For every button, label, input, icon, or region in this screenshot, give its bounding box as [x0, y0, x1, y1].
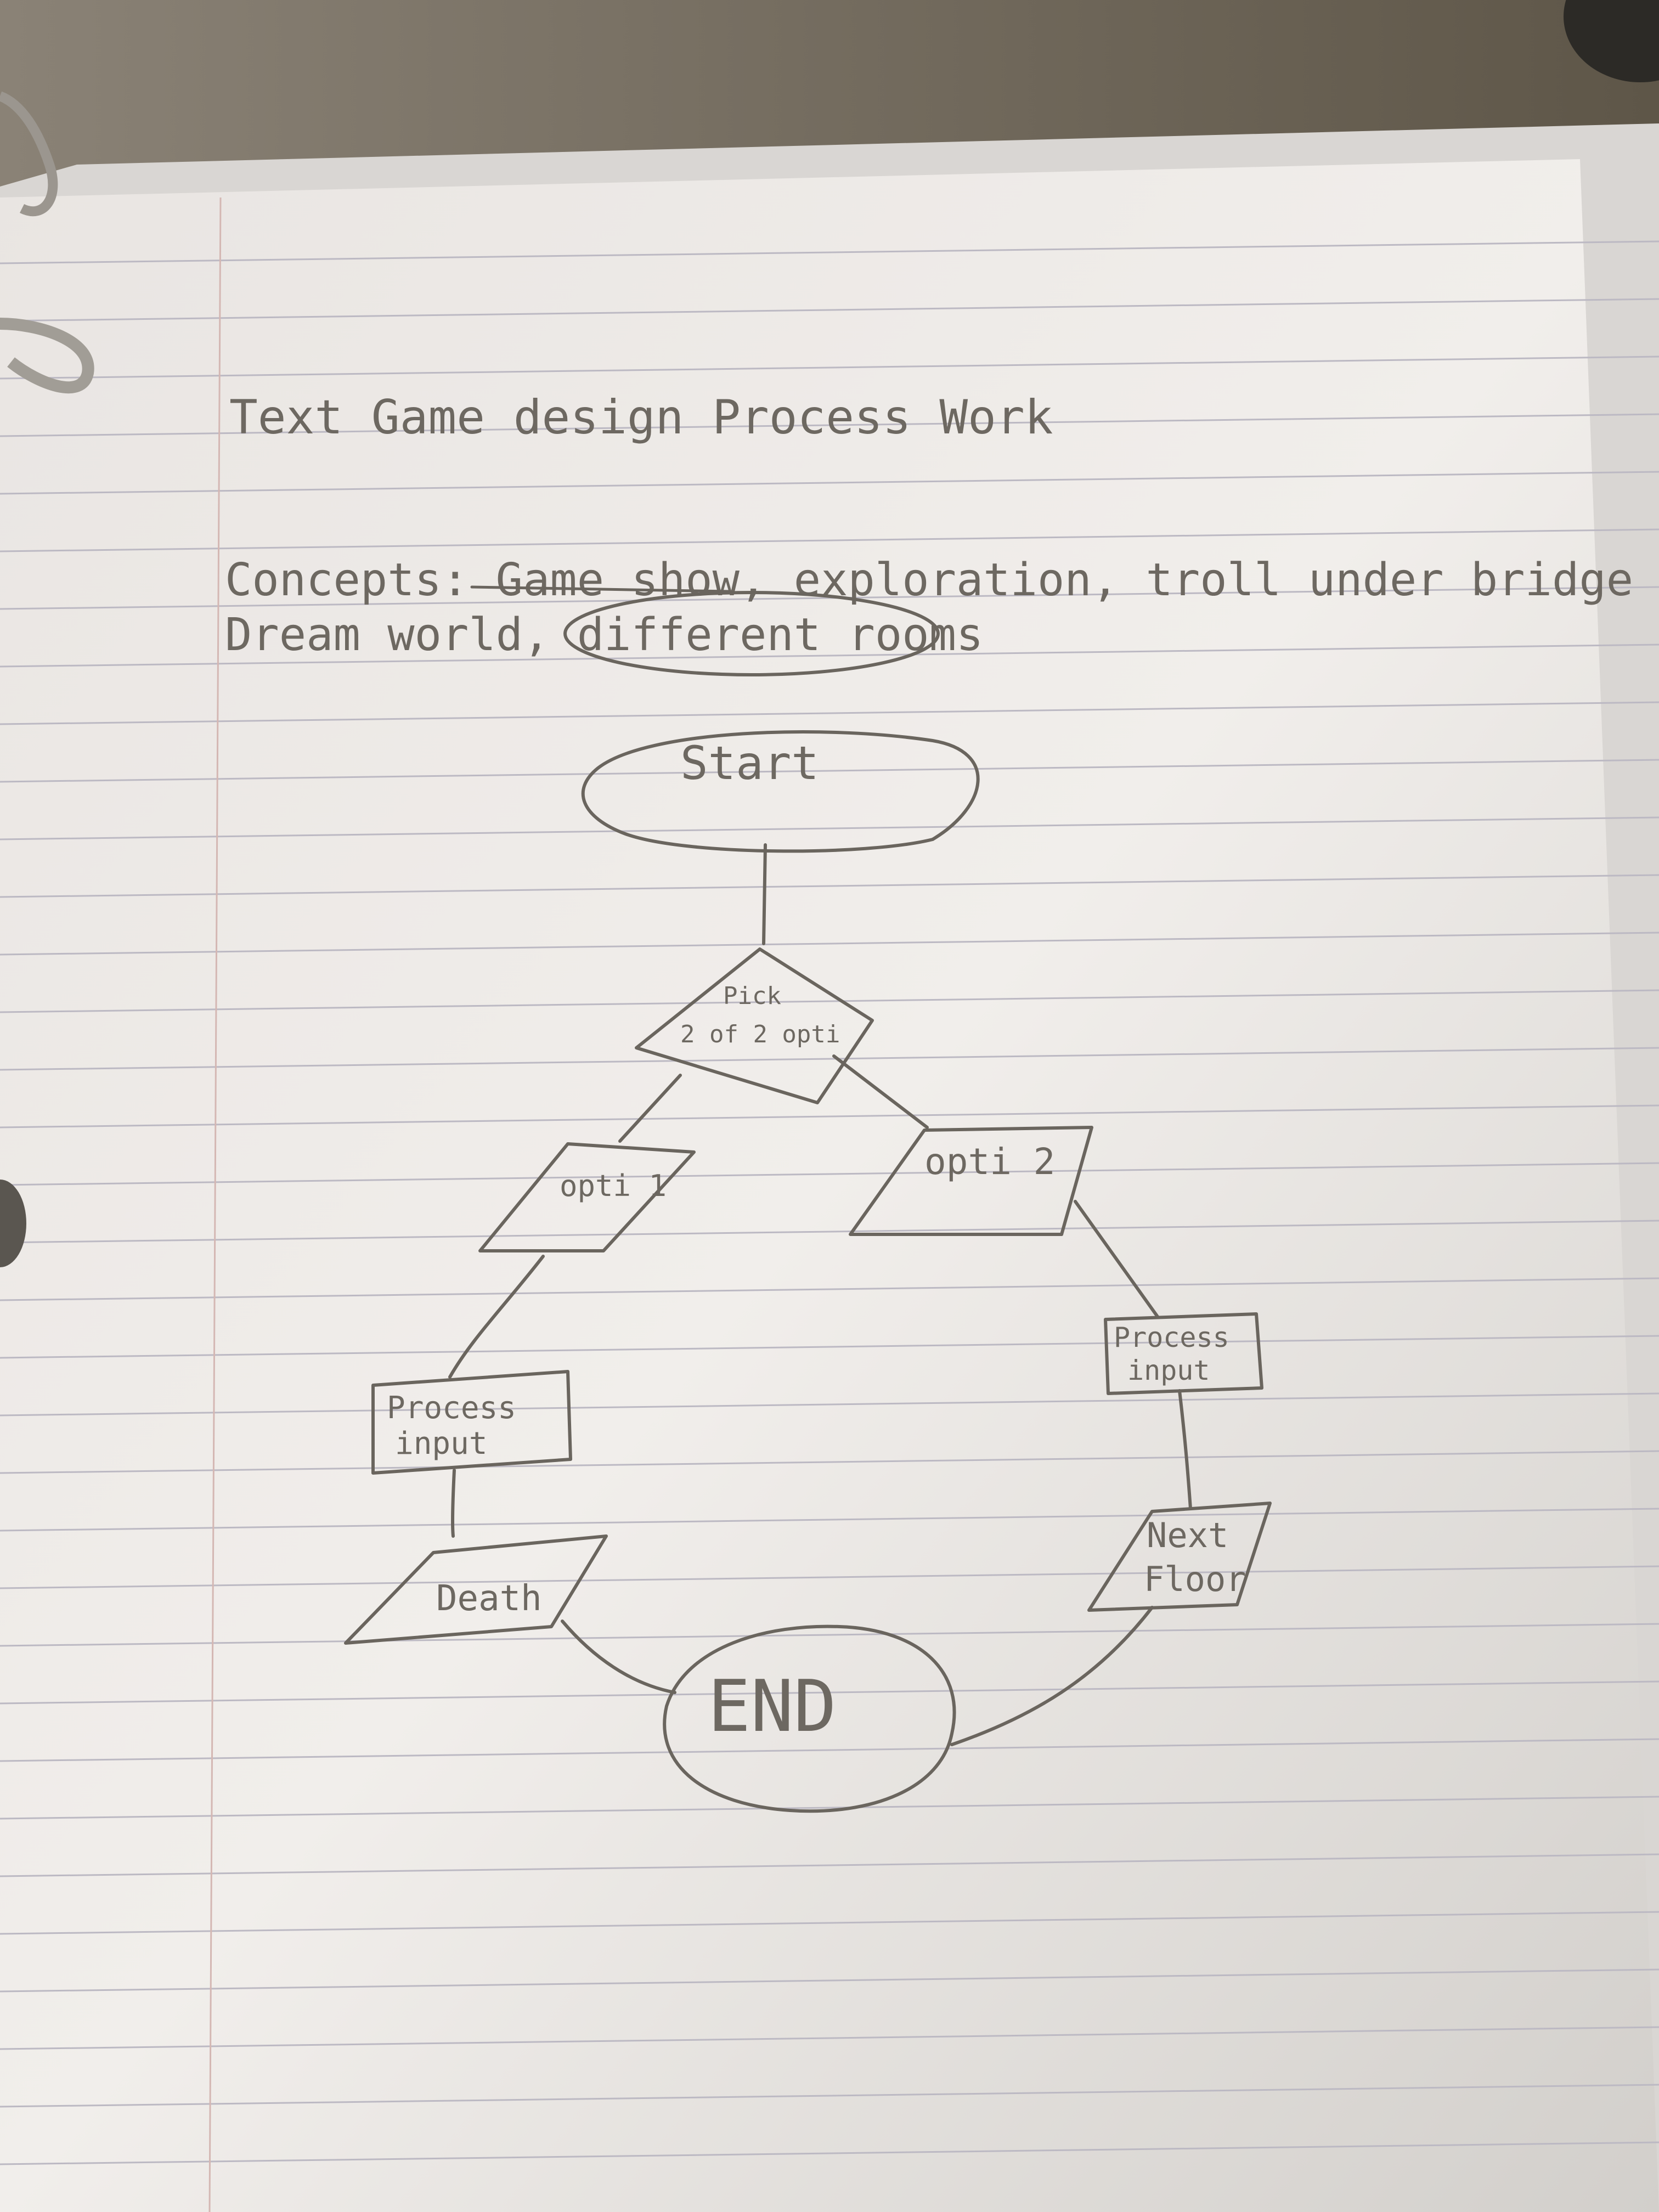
left-process-label-1: Process	[387, 1390, 516, 1426]
death-shape	[344, 1534, 608, 1645]
left-process-box	[371, 1370, 572, 1475]
right-process-label-1: Process	[1114, 1322, 1229, 1353]
ruled-line	[0, 1450, 1659, 1474]
connector-process-death	[450, 1469, 456, 1538]
start-node: Start	[581, 730, 980, 853]
ruled-line	[0, 413, 1659, 437]
ruled-line	[0, 1104, 1659, 1128]
ruled-line	[0, 298, 1659, 322]
ruled-line	[0, 644, 1659, 668]
left-process-label-2: input	[395, 1426, 488, 1462]
option2-label: opti 2	[924, 1141, 1055, 1183]
death-label: Death	[436, 1578, 542, 1619]
strike-game-show	[470, 585, 731, 593]
margin-line	[208, 197, 222, 2212]
decision-label-1: Pick	[723, 982, 781, 1010]
ruled-line	[0, 1277, 1659, 1301]
concepts-line-1: Concepts: Game show, exploration, troll …	[225, 554, 1659, 606]
connector-opt1-process	[448, 1255, 545, 1379]
connector-death-end	[561, 1620, 676, 1694]
ruled-line	[0, 759, 1659, 783]
right-process-label-2: input	[1127, 1355, 1210, 1386]
ruled-line	[0, 1508, 1659, 1532]
binder-rings	[0, 91, 94, 1267]
ruled-line	[0, 586, 1659, 610]
connector-process-next	[1178, 1389, 1192, 1510]
ring-top	[0, 91, 58, 217]
ruled-line	[0, 1911, 1659, 1935]
ruled-line	[0, 1047, 1659, 1071]
right-process-node: Process input	[1104, 1312, 1263, 1395]
concepts-line-2: Dream world, different rooms	[225, 609, 983, 661]
option1-shape	[478, 1142, 696, 1252]
end-oval	[663, 1624, 956, 1813]
ruled-line	[0, 1968, 1659, 1993]
connector-next-end	[950, 1606, 1154, 1746]
ruled-line	[0, 1335, 1659, 1359]
option2-node: opti 2	[849, 1126, 1093, 1236]
connector-start-decision	[762, 843, 767, 945]
ring-hole	[0, 1180, 26, 1267]
ruled-line	[0, 528, 1659, 552]
ruled-line	[0, 701, 1659, 725]
next-floor-label-2: Floor	[1144, 1559, 1246, 1599]
flow-connectors	[448, 843, 1192, 1746]
ruled-line	[0, 2084, 1659, 2108]
ruled-line	[0, 1392, 1659, 1417]
ruled-line	[0, 989, 1659, 1013]
decision-node: Pick 2 of 2 opti	[635, 947, 874, 1104]
option2-shape	[849, 1126, 1093, 1236]
connector-decision-opt1	[618, 1074, 682, 1143]
ruled-line	[0, 2141, 1659, 2165]
dark-corner	[1564, 0, 1659, 82]
death-node: Death	[344, 1534, 608, 1645]
ruled-line	[0, 874, 1659, 898]
ruled-line	[0, 1738, 1659, 1762]
ruled-lines	[0, 240, 1659, 2165]
right-process-box	[1104, 1312, 1263, 1395]
start-oval	[581, 730, 980, 853]
ruled-line	[0, 1623, 1659, 1647]
decision-diamond	[635, 947, 874, 1104]
circle-different-rooms	[563, 591, 940, 676]
ruled-line	[0, 471, 1659, 495]
start-label: Start	[680, 736, 819, 790]
ruled-line	[0, 2026, 1659, 2050]
next-floor-shape	[1087, 1502, 1272, 1612]
option1-node: opti 1	[478, 1142, 696, 1252]
end-label: END	[708, 1664, 837, 1748]
ruled-line	[0, 1565, 1659, 1589]
option1-label: opti 1	[560, 1169, 667, 1203]
end-node: END	[663, 1624, 956, 1813]
ring-middle	[0, 318, 94, 394]
ruled-line	[0, 240, 1659, 264]
ruled-line	[0, 932, 1659, 956]
left-process-node: Process input	[371, 1370, 572, 1475]
connector-opt2-process	[1074, 1200, 1159, 1318]
paper-sheet	[0, 159, 1659, 2212]
ruled-line	[0, 1853, 1659, 1877]
ruled-line	[0, 1162, 1659, 1186]
decision-label-2: 2 of 2 opti	[680, 1020, 840, 1048]
ruled-line	[0, 1796, 1659, 1820]
next-floor-label-1: Next	[1147, 1515, 1228, 1555]
ruled-line	[0, 816, 1659, 840]
ruled-line	[0, 356, 1659, 380]
next-floor-node: Next Floor	[1087, 1502, 1272, 1612]
ruled-line	[0, 1680, 1659, 1705]
ruled-line	[0, 1220, 1659, 1244]
page-title: Text Game design Process Work	[229, 390, 1053, 445]
connector-decision-opt2	[832, 1054, 929, 1129]
